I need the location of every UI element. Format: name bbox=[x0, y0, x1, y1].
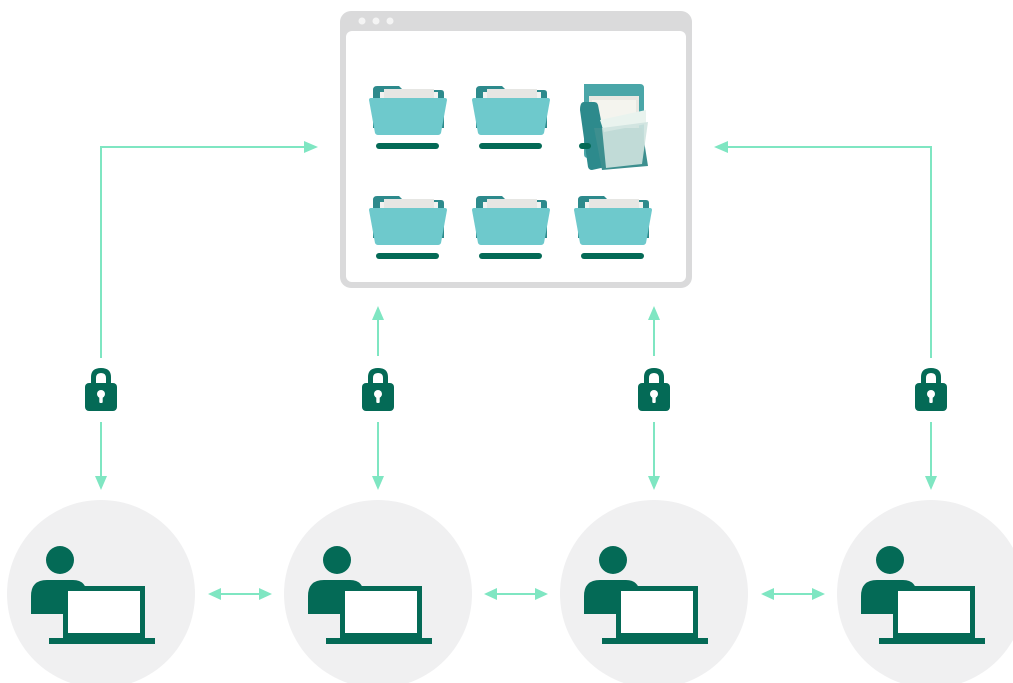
arrowhead-down-user-1 bbox=[95, 476, 107, 490]
arrowhead-peer-3-right bbox=[812, 588, 825, 600]
user-3-laptop-icon bbox=[560, 500, 748, 683]
arrowhead-down-user-2 bbox=[372, 476, 384, 490]
user-layer bbox=[7, 500, 1013, 683]
arrowhead-peer-1-right bbox=[259, 588, 272, 600]
user-2-laptop-icon bbox=[284, 500, 472, 683]
lock-icon bbox=[85, 368, 117, 411]
connector-left-elbow bbox=[100, 146, 306, 358]
lock-layer bbox=[85, 368, 947, 411]
lock-icon bbox=[638, 368, 670, 411]
arrowhead-peer-1-left bbox=[208, 588, 221, 600]
user-1-laptop-icon bbox=[7, 500, 195, 683]
folder-icon bbox=[472, 86, 550, 135]
folder-label-bar bbox=[579, 143, 591, 149]
lock-icon bbox=[915, 368, 947, 411]
folder-label-bar bbox=[479, 253, 542, 259]
user-4-laptop-icon bbox=[837, 500, 1013, 683]
folder-label-bar bbox=[479, 143, 542, 149]
open-folder-icon bbox=[580, 84, 648, 170]
arrowheads bbox=[95, 141, 937, 600]
connector-right-elbow bbox=[726, 146, 932, 358]
arrowhead-up-window-3 bbox=[648, 306, 660, 320]
lock-icon bbox=[362, 368, 394, 411]
folder-icon bbox=[369, 86, 447, 135]
folder-label-bar bbox=[376, 143, 439, 149]
arrowhead-to-window-right bbox=[714, 141, 728, 153]
arrowhead-down-user-4 bbox=[925, 476, 937, 490]
arrowhead-up-window-2 bbox=[372, 306, 384, 320]
arrowhead-peer-3-left bbox=[761, 588, 774, 600]
arrowhead-peer-2-right bbox=[535, 588, 548, 600]
connector-lines bbox=[100, 146, 932, 595]
folder-icon bbox=[574, 196, 652, 245]
folder-icon bbox=[472, 196, 550, 245]
folder-label-bar bbox=[376, 253, 439, 259]
arrowhead-peer-2-left bbox=[484, 588, 497, 600]
folder-label-bar bbox=[581, 253, 644, 259]
arrowhead-to-window-left bbox=[304, 141, 318, 153]
arrowhead-down-user-3 bbox=[648, 476, 660, 490]
folder-grid bbox=[369, 84, 652, 259]
folder-icon bbox=[369, 196, 447, 245]
